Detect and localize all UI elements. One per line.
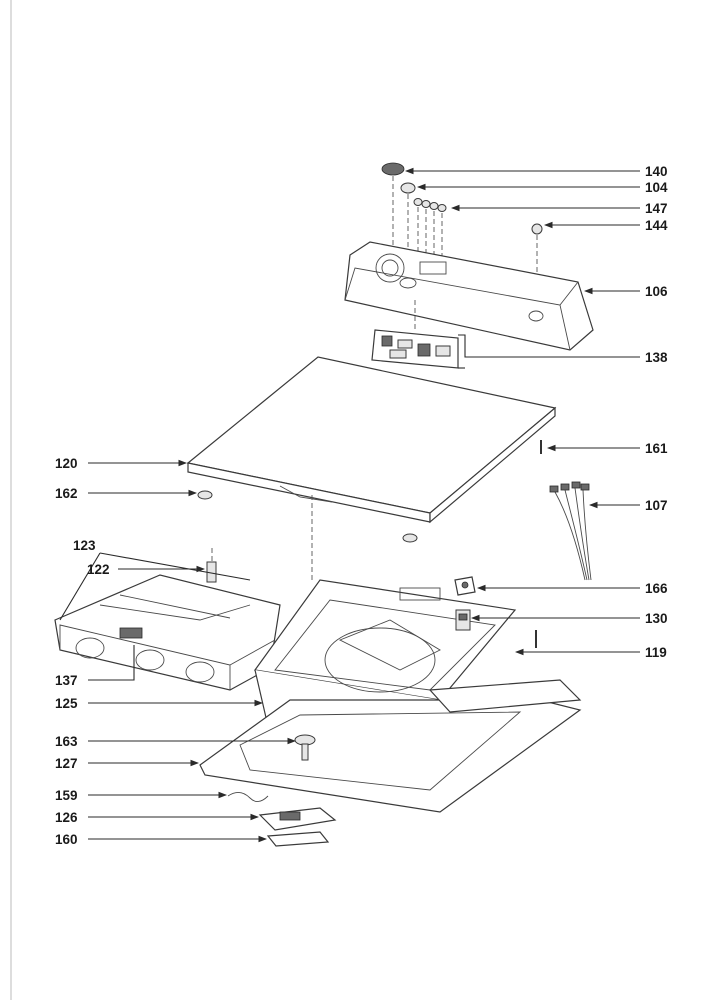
base-frame-127: [199, 630, 582, 813]
label-140: 140: [645, 164, 668, 179]
label-160: 160: [55, 832, 78, 847]
label-159: 159: [55, 788, 78, 803]
handle-160: [266, 831, 330, 847]
dispenser-group: [54, 548, 281, 691]
lid-120: [186, 356, 557, 543]
foot-162-a: [197, 490, 213, 500]
connector-166: [454, 576, 476, 596]
screw-144: [531, 223, 543, 235]
wire-harness-107: [549, 481, 592, 581]
label-126: 126: [55, 810, 78, 825]
bezel-104: [400, 182, 416, 194]
label-137: 137: [55, 673, 78, 688]
rail-119: [428, 679, 582, 713]
label-104: 104: [645, 180, 668, 195]
spring-159: [227, 792, 269, 802]
label-162: 162: [55, 486, 78, 501]
label-163: 163: [55, 734, 78, 749]
foot-162-b: [402, 533, 418, 543]
cover-126: [258, 807, 337, 831]
label-138: 138: [645, 350, 668, 365]
label-127: 127: [55, 756, 78, 771]
label-106: 106: [645, 284, 668, 299]
label-119: 119: [645, 645, 667, 660]
buttons-147: [413, 198, 447, 212]
switch-130: [455, 609, 471, 631]
label-122: 122: [87, 562, 110, 577]
label-161: 161: [645, 441, 668, 456]
label-107: 107: [645, 498, 668, 513]
label-130: 130: [645, 611, 668, 626]
label-125: 125: [55, 696, 78, 711]
label-120: 120: [55, 456, 78, 471]
label-166: 166: [645, 581, 668, 596]
label-144: 144: [645, 218, 668, 233]
label-123: 123: [73, 538, 96, 553]
knob-140: [381, 162, 405, 176]
label-147: 147: [645, 201, 668, 216]
control-panel-group: [344, 162, 594, 369]
